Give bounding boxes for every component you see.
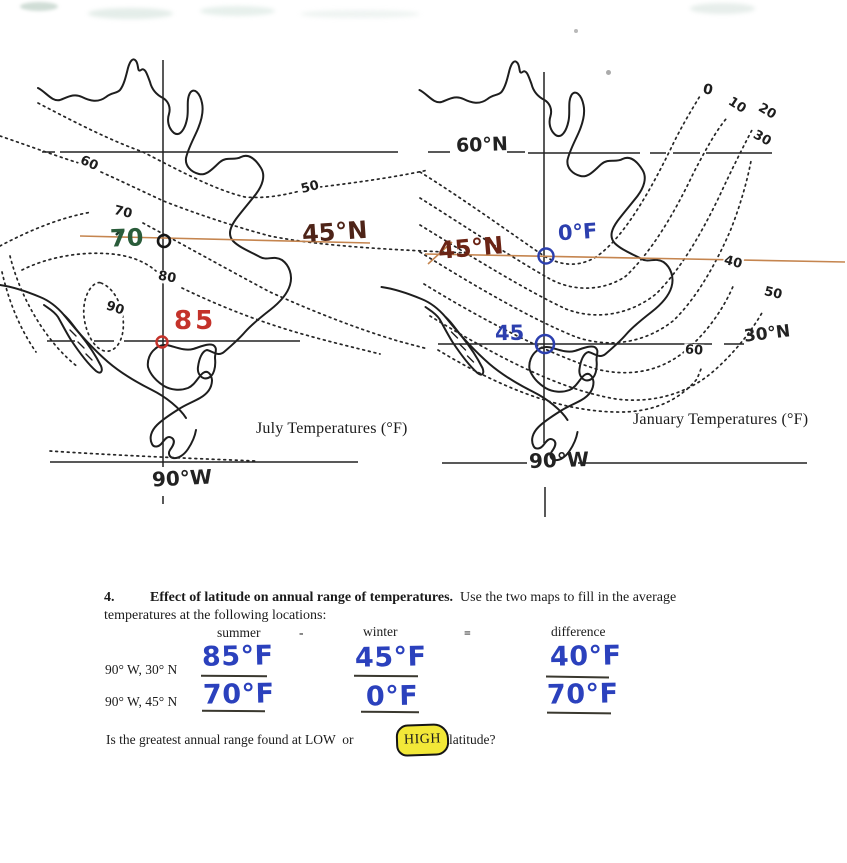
july-isotherm-bottom xyxy=(49,450,257,462)
scan-smudge xyxy=(200,6,275,16)
july-coastline xyxy=(0,58,293,460)
answer-45n-winter: 0°F xyxy=(365,680,419,713)
january-isotherm-30 xyxy=(419,160,752,344)
answer-30n-winter: 45°F xyxy=(354,641,427,674)
answer-30n-difference: 40°F xyxy=(549,640,622,673)
final-question-prefix: Is the greatest annual range found at LO… xyxy=(106,732,354,747)
scan-speck xyxy=(574,29,578,33)
july-45n-station-circle xyxy=(156,233,172,249)
january-isotherm-label-50: 50 xyxy=(761,284,785,303)
july-30n-temp-value: 85 xyxy=(174,306,217,336)
july-45n-annotation: 45°N xyxy=(301,215,369,249)
january-isotherm-40 xyxy=(423,283,735,374)
question-number: 4. xyxy=(104,590,115,605)
july-map-title: July Temperatures (°F) xyxy=(256,420,408,437)
january-45n-pencil-line xyxy=(424,241,846,265)
january-coastline xyxy=(380,60,674,462)
answer-30n-summer: 85°F xyxy=(201,640,274,673)
january-45n-station-circle xyxy=(537,247,555,265)
july-isotherm-90-loop xyxy=(82,281,125,352)
column-header-summer: summer xyxy=(217,625,261,640)
july-30n-station-circle xyxy=(155,335,169,349)
scan-smudge xyxy=(20,2,58,11)
scan-smudge xyxy=(300,10,420,18)
row-label-30n: 90° W, 30° N xyxy=(105,662,178,677)
july-green-tick xyxy=(115,229,122,236)
final-question-suffix: latitude? xyxy=(449,732,496,747)
january-isotherm-20 xyxy=(419,129,753,316)
question-heading: Effect of latitude on annual range of te… xyxy=(150,590,676,606)
january-isotherm-label-60: 60 xyxy=(683,342,705,359)
january-isotherms xyxy=(419,95,764,413)
july-isotherms xyxy=(0,102,469,462)
answer-45n-difference: 70°F xyxy=(546,678,619,711)
january-60n-label: 60°N xyxy=(455,133,509,157)
column-header-difference: difference xyxy=(551,624,606,639)
high-answer-text: HIGH xyxy=(403,731,442,748)
row-label-45n: 90° W, 45° N xyxy=(105,694,178,709)
question-heading-rest: Use the two maps to fill in the average xyxy=(453,590,677,605)
answer-blank-line xyxy=(201,709,266,713)
question-heading-bold: Effect of latitude on annual range of te… xyxy=(150,590,454,605)
july-isotherm-80 xyxy=(21,252,381,355)
july-meridian-label: 90°W xyxy=(151,464,213,492)
july-45n-pencil-line xyxy=(79,235,371,244)
january-grid-lines xyxy=(428,72,807,517)
july-isotherm-50 xyxy=(37,102,429,199)
january-isotherm-50 xyxy=(429,310,764,401)
july-grid-lines xyxy=(42,60,398,504)
scan-speck xyxy=(606,70,611,75)
january-isotherm-60 xyxy=(437,349,702,413)
question-intro-line2: temperatures at the following locations: xyxy=(104,608,327,623)
scan-smudge xyxy=(690,3,755,14)
january-45n-temp-value: 0°F xyxy=(557,218,599,246)
january-isotherm-0 xyxy=(419,95,701,265)
january-meridian-label: 90°W xyxy=(528,446,590,474)
july-isotherm-west-limb2 xyxy=(1,271,37,353)
answer-45n-summer: 70°F xyxy=(202,678,275,711)
july-isotherm-70 xyxy=(0,211,429,350)
january-map-title: January Temperatures (°F) xyxy=(633,411,809,428)
july-isotherm-west-limb xyxy=(9,255,79,368)
january-45n-annotation: 45°N xyxy=(436,231,505,265)
july-isotherm-label-80: 80 xyxy=(156,268,179,287)
january-isotherm-10 xyxy=(419,118,727,289)
column-header-minus: - xyxy=(299,625,304,640)
high-answer-highlight: HIGH xyxy=(395,723,450,757)
july-45n-temp-value: 70 xyxy=(109,223,144,253)
column-header-equals: = xyxy=(464,626,471,640)
scan-smudge xyxy=(88,8,173,19)
january-30n-temp-value: 45 xyxy=(494,320,525,346)
july-isotherm-60 xyxy=(0,135,469,254)
january-30n-station-circle xyxy=(534,333,556,355)
column-header-winter: winter xyxy=(363,624,398,639)
